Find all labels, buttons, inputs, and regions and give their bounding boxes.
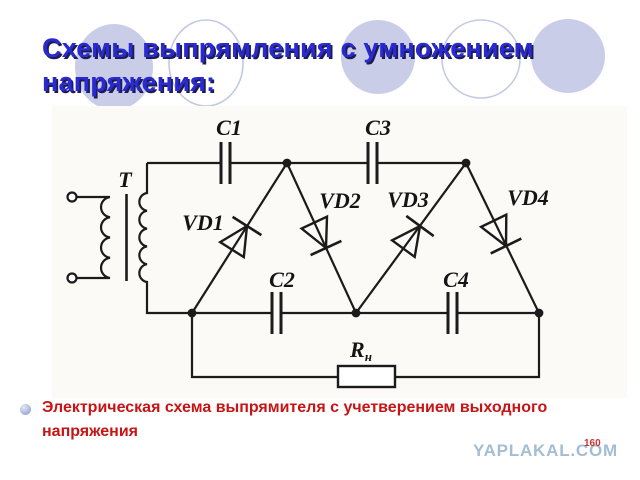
label-c2: C2	[269, 267, 295, 292]
diode-vd3	[389, 214, 435, 260]
label-vd3: VD3	[387, 187, 429, 212]
diode-vd2-cathode-bar	[310, 239, 342, 257]
load-resistor	[336, 364, 397, 389]
decor-circle-filled	[341, 20, 415, 94]
decor-circle-outline	[441, 19, 521, 99]
diode-vd2-triangle	[299, 214, 329, 251]
page-number: 160	[584, 438, 601, 449]
junction-dot	[282, 158, 292, 168]
page-title-line1: Схемы выпрямления с умножением	[42, 33, 534, 63]
bullet-icon	[20, 404, 31, 415]
page-title: Схемы выпрямления с умножением напряжени…	[42, 31, 602, 99]
caption-line2: напряжения	[42, 423, 138, 440]
junction-dot	[351, 308, 361, 318]
label-load-subscript: н	[365, 349, 372, 364]
label-c1: C1	[216, 115, 242, 140]
capacitor-c4	[446, 292, 459, 334]
diode-vd4-triangle	[478, 212, 508, 249]
junction-dot	[461, 158, 471, 168]
label-c3: C3	[365, 115, 391, 140]
capacitor-c3	[366, 142, 379, 184]
diode-vd1-cathode-bar	[231, 215, 263, 237]
junction-dot	[534, 308, 544, 318]
decor-circle-filled	[531, 19, 605, 93]
label-load-main: R	[349, 337, 365, 362]
capacitor-c1	[219, 142, 232, 184]
label-load-resistor: Rн	[349, 337, 372, 364]
decor-circle-filled	[75, 24, 153, 110]
caption-text: Электрическая схема выпрямителя с учетве…	[42, 396, 622, 444]
label-transformer: T	[118, 167, 133, 192]
label-vd1: VD1	[182, 210, 224, 235]
load-loop-wire	[190, 313, 541, 379]
diode-vd3-cathode-bar	[405, 214, 435, 238]
watermark: YAPLAKAL.COM	[473, 441, 618, 460]
diode-vd4	[478, 212, 522, 255]
diode-vd1	[217, 215, 263, 260]
diode-vd1-triangle	[217, 223, 249, 260]
page-title-line2: напряжения:	[42, 67, 216, 97]
transformer-secondary-winding	[138, 163, 192, 315]
junction-dot	[187, 308, 197, 318]
diode-vd3-triangle	[389, 223, 422, 260]
capacitor-c2	[270, 292, 283, 334]
input-terminal-bottom	[66, 272, 78, 284]
label-vd2: VD2	[319, 188, 361, 213]
scan-backdrop	[52, 106, 627, 398]
label-vd4: VD4	[507, 185, 549, 210]
label-c4: C4	[443, 267, 469, 292]
input-terminal-top	[66, 191, 78, 203]
caption-line1: Электрическая схема выпрямителя с учетве…	[42, 399, 548, 416]
decor-circles	[75, 19, 605, 110]
diode-vd4-cathode-bar	[490, 237, 522, 255]
transformer-primary-winding	[76, 195, 111, 280]
diode-vd2	[299, 214, 342, 257]
